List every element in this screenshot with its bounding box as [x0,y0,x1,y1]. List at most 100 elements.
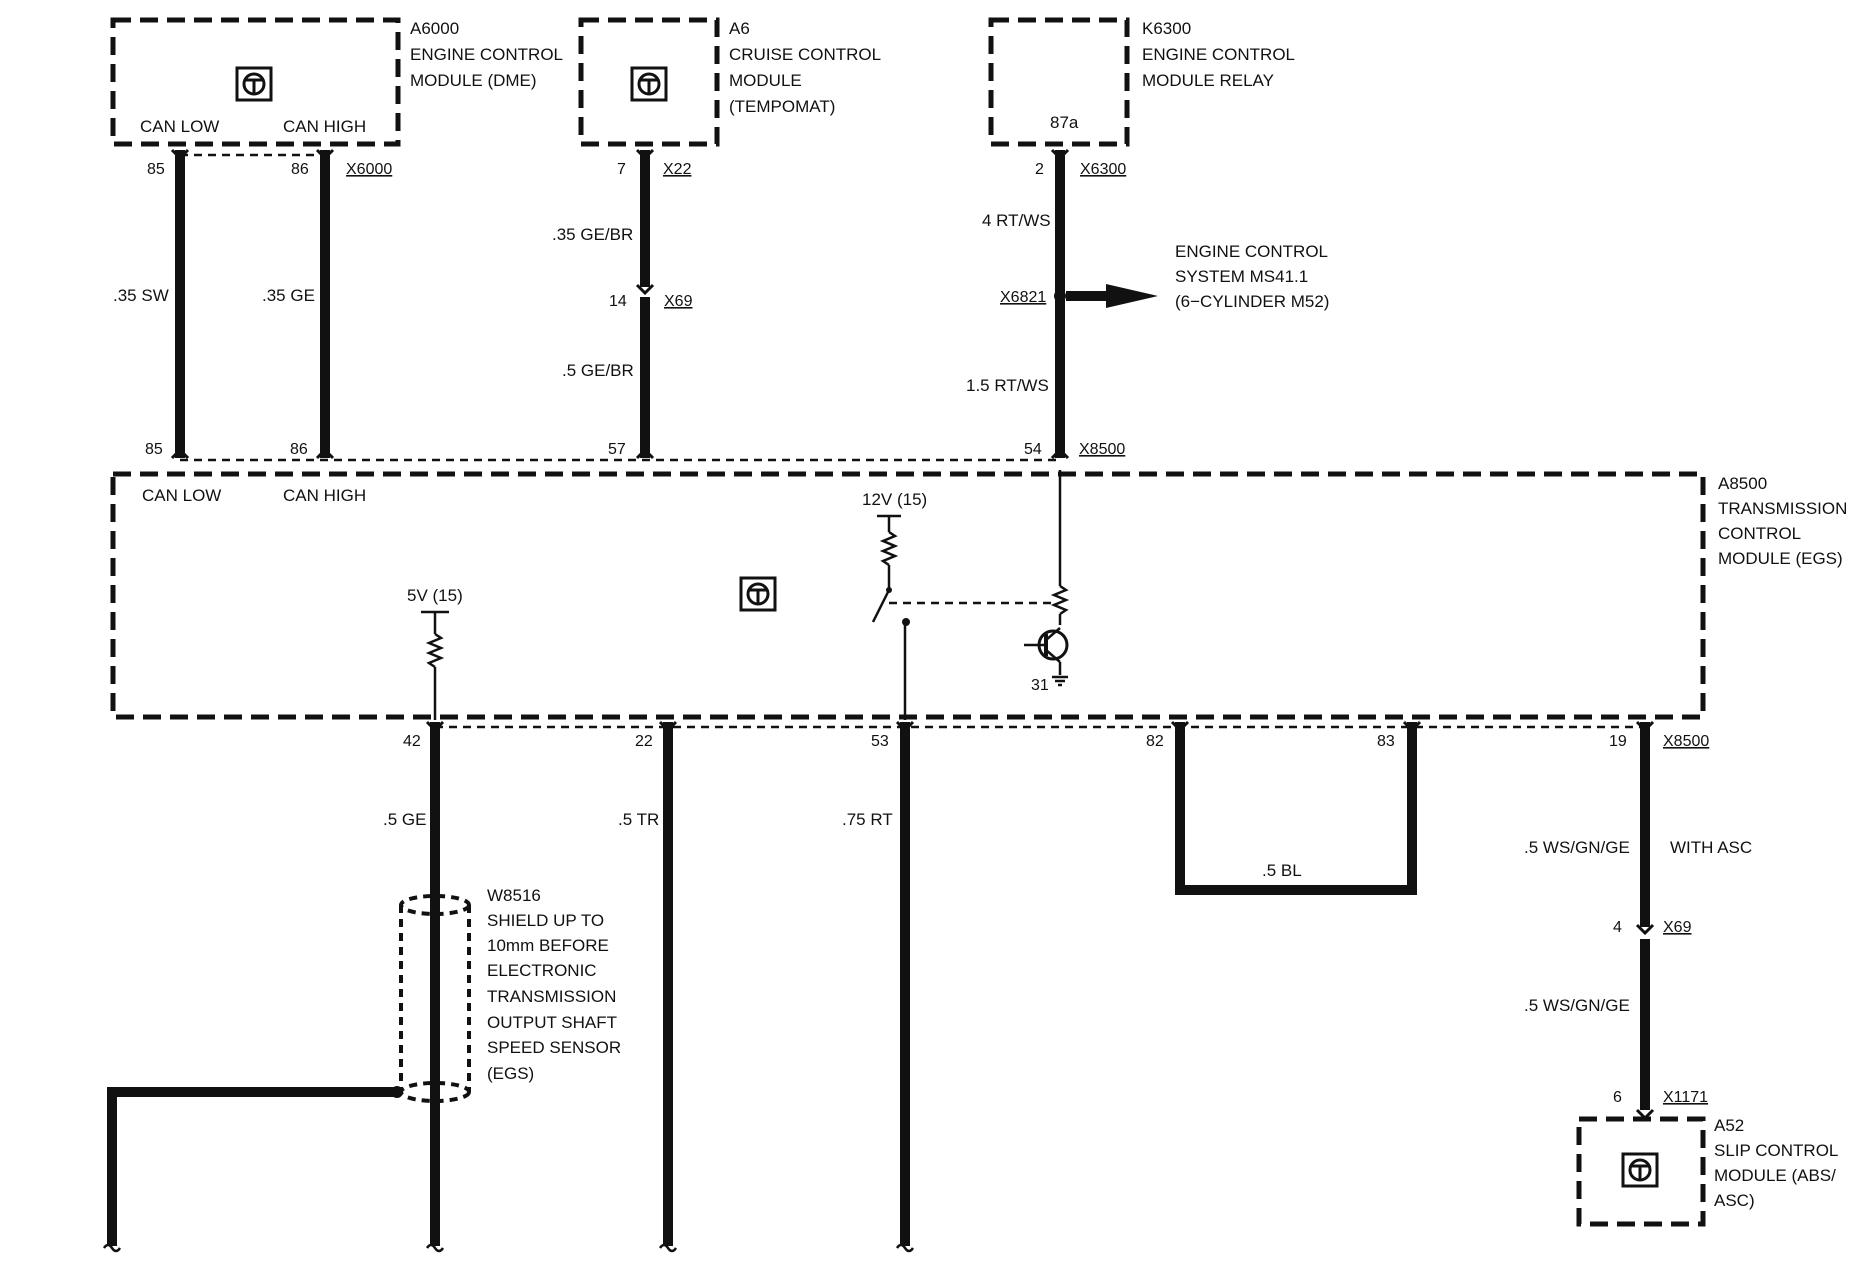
arrow-right-icon [1106,284,1158,308]
k6300-pin-87a: 87a [1050,113,1079,132]
k6300-box [988,17,1130,147]
wire-label-wsgnge-lower: .5 WS/GN/GE [1524,996,1630,1015]
wire-label-rtws4: 4 RT/WS [982,211,1051,230]
a6000-can-low: CAN LOW [140,117,219,136]
w8516-line1: SHIELD UP TO [487,911,604,930]
a8500-line3: MODULE (EGS) [1718,549,1843,568]
pin-22: 22 [635,733,653,750]
a6000-id: A6000 [410,19,459,38]
wire-cruise [635,148,655,460]
wire-label-gebr5: .5 GE/BR [562,361,634,380]
wire-53 [895,720,915,1246]
pin-7: 7 [617,161,626,178]
wire-label-ge5: .5 GE [383,810,426,829]
connector-x69-top: X69 [664,293,693,310]
resistor-5v [421,610,449,720]
a52-id: A52 [1714,1116,1744,1135]
wire-label-ge35: .35 GE [262,286,315,305]
a52-box [1576,1116,1706,1227]
pin-85-bottom: 85 [145,441,163,458]
pin-6: 6 [1613,1089,1622,1106]
shield-ground-wire [107,1086,403,1246]
connector-x6821: X6821 [1000,289,1046,306]
wire-label-sw: .35 SW [113,286,169,305]
k6300-id: K6300 [1142,19,1191,38]
a8500-id: A8500 [1718,474,1767,493]
wire-relay [1050,148,1158,460]
wire-label-rt: .75 RT [842,810,893,829]
connector-x69-right: X69 [1663,919,1692,936]
pin-86-top: 86 [291,161,309,178]
w8516-shield [399,894,471,1103]
a6-cruise-control-module: A6 CRUISE CONTROL MODULE (TEMPOMAT) [578,17,881,147]
pin-54: 54 [1024,441,1042,458]
wire-19-asc [1635,720,1655,1121]
connector-x8500-bottom: X8500 [1663,733,1709,750]
k6300-line2: MODULE RELAY [1142,71,1274,90]
module-icon [1621,1152,1659,1188]
a8500-line2: CONTROL [1718,524,1801,543]
a8500-5v: 5V (15) [407,586,463,605]
a6000-line1: ENGINE CONTROL [410,45,563,64]
module-icon [235,66,273,102]
a52-line3: ASC) [1714,1191,1755,1210]
k6300-line1: ENGINE CONTROL [1142,45,1295,64]
ms41-line2: SYSTEM MS41.1 [1175,267,1308,286]
pin-85-top: 85 [147,161,165,178]
wire-42 [425,720,445,1246]
wire-break-marks [102,1243,915,1253]
a6000-box [110,17,401,147]
w8516-line2: 10mm BEFORE [487,936,609,955]
connector-x22: X22 [663,161,692,178]
a6000-engine-control-module: A6000 ENGINE CONTROL MODULE (DME) CAN LO… [110,17,563,147]
pin-83: 83 [1377,733,1395,750]
pin-42: 42 [403,733,421,750]
pin-14: 14 [609,293,627,310]
k6300-engine-control-module-relay: K6300 ENGINE CONTROL MODULE RELAY 87a [988,17,1295,147]
wire-82-83-loop [1170,720,1422,895]
a8500-can-low: CAN LOW [142,486,221,505]
a8500-12v: 12V (15) [862,490,927,509]
a8500-ground-pin: 31 [1031,677,1049,694]
connector-x1171: X1171 [1663,1089,1708,1106]
pin-57: 57 [608,441,626,458]
w8516-id: W8516 [487,886,541,905]
a6-box [578,17,720,147]
a6000-can-high: CAN HIGH [283,117,366,136]
a8500-box [110,471,1706,720]
a52-slip-control-module: A52 SLIP CONTROL MODULE (ABS/ ASC) [1576,1116,1838,1227]
a6000-line2: MODULE (DME) [410,71,537,90]
wire-22 [658,720,678,1246]
a52-line2: MODULE (ABS/ [1714,1166,1836,1185]
pin-86-bottom: 86 [290,441,308,458]
wire-label-rtws15: 1.5 RT/WS [966,376,1049,395]
connector-x8500-top: X8500 [1079,441,1125,458]
a8500-transmission-control-module: A8500 TRANSMISSION CONTROL MODULE (EGS) … [110,470,1847,720]
w8516-line7: (EGS) [487,1064,534,1083]
pin-82: 82 [1146,733,1164,750]
pin-4: 4 [1613,919,1622,936]
pin-19: 19 [1609,733,1627,750]
wire-can-low [170,148,190,460]
a52-line1: SLIP CONTROL [1714,1141,1838,1160]
a6-line2: MODULE [729,71,802,90]
a6-id: A6 [729,19,750,38]
wire-label-wsgnge-upper: .5 WS/GN/GE [1524,838,1630,857]
transistor [1024,470,1070,687]
connector-x6300: X6300 [1080,161,1126,178]
pin-53: 53 [871,733,889,750]
w8516-line6: SPEED SENSOR [487,1038,621,1057]
pin-2: 2 [1035,161,1044,178]
wire-label-gebr35: .35 GE/BR [552,225,633,244]
a6-line3: (TEMPOMAT) [729,97,835,116]
wire-label-tr: .5 TR [618,810,659,829]
a8500-line1: TRANSMISSION [1718,499,1847,518]
ms41-line3: (6−CYLINDER M52) [1175,292,1329,311]
with-asc-label: WITH ASC [1670,838,1752,857]
switch-12v [871,514,1052,626]
wire-label-bl: .5 BL [1262,861,1302,880]
w8516-line4: TRANSMISSION [487,987,616,1006]
w8516-line3: ELECTRONIC [487,961,597,980]
